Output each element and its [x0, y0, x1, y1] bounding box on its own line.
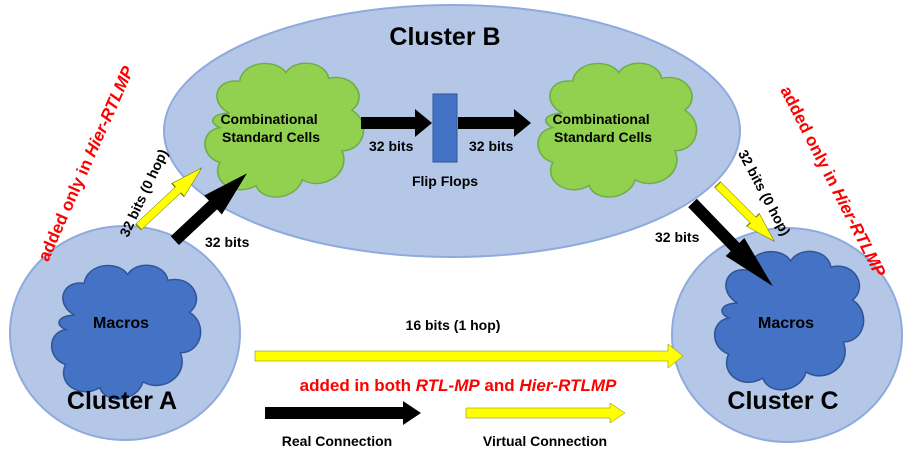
virtual-arrow-a-to-c: [254, 343, 684, 369]
virtual-arrow-a-to-b: [135, 167, 203, 231]
real-arrow-b-to-c: [688, 198, 773, 287]
left-cells-label-text-line2: Standard Cells: [222, 129, 320, 145]
legend-virtual-label: Virtual Connection: [483, 433, 607, 449]
right-cells-label-text: Combinational: [552, 111, 649, 127]
right-cells-label-text-line2: Standard Cells: [554, 129, 652, 145]
virtual-arrow-b-to-c: [714, 181, 775, 242]
real-arrow-ff-to-cells: [458, 109, 531, 137]
real-arrow-a-to-b: [170, 173, 247, 245]
cluster-b-label: Cluster B: [389, 23, 500, 51]
legend-real-arrow: [265, 401, 421, 425]
right-cells-label: Combinational Standard Cells: [552, 111, 653, 145]
a-to-c-virtual-label: 16 bits (1 hop): [406, 317, 501, 333]
left-note-italic: Hier-RTLMP: [81, 63, 138, 160]
flip-flops-label: Flip Flops: [412, 173, 478, 189]
macros-label-c: Macros: [758, 315, 814, 332]
left-cells-label: Combinational Standard Cells: [220, 111, 321, 145]
flip-flops-block: [432, 93, 458, 163]
ff-in-label: 32 bits: [369, 138, 414, 154]
legend-virtual-arrow: [465, 402, 626, 424]
bottom-note-prefix: added in both: [300, 376, 416, 395]
legend-real-label: Real Connection: [282, 433, 392, 449]
cluster-a-label: Cluster A: [67, 387, 177, 415]
bottom-note-middle: and: [480, 376, 520, 395]
macros-label-a: Macros: [93, 315, 149, 332]
cluster-c-label: Cluster C: [727, 387, 838, 415]
b-to-c-real-label: 32 bits: [655, 229, 700, 245]
ff-out-label: 32 bits: [469, 138, 514, 154]
bottom-note: added in both RTL-MP and Hier-RTLMP: [300, 376, 617, 395]
left-cells-label-text: Combinational: [220, 111, 317, 127]
bottom-note-italic2: Hier-RTLMP: [519, 376, 617, 395]
bottom-note-italic1: RTL-MP: [416, 376, 481, 395]
real-arrow-cells-to-ff: [361, 109, 432, 137]
a-to-b-real-label: 32 bits: [205, 234, 250, 250]
right-note-prefix: added only in: [776, 83, 845, 193]
